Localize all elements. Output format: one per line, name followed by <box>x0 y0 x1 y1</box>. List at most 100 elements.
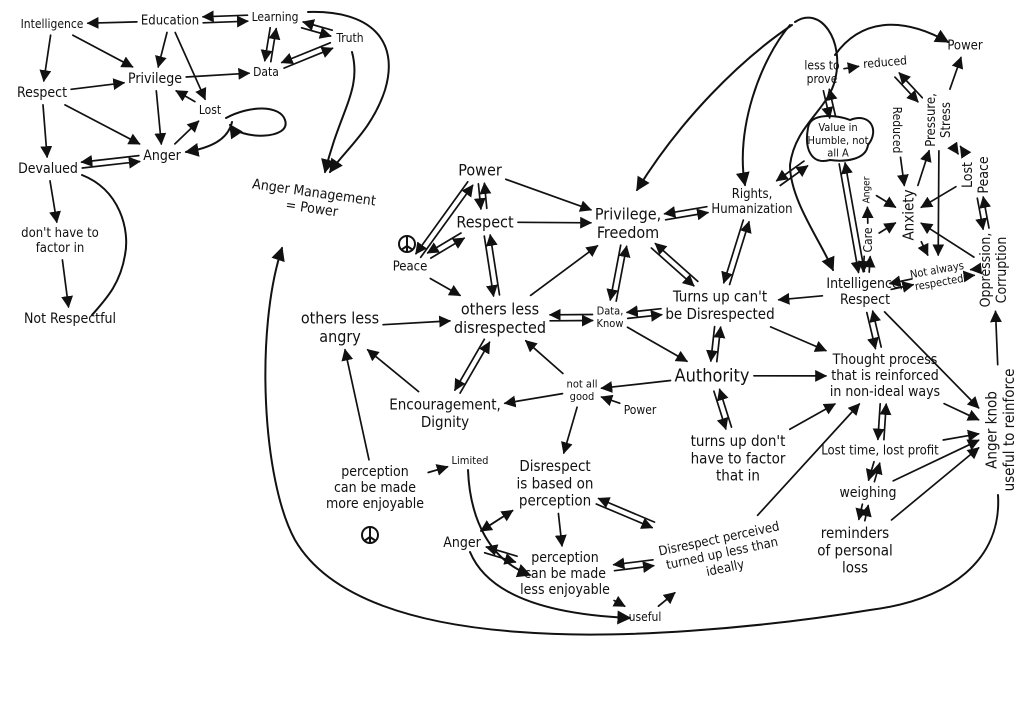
arrow-pressure-to-power4 <box>949 56 964 91</box>
arrow-power3-to-not_all_good <box>600 394 621 407</box>
node-oppression: Oppression,Corruption <box>978 233 1010 308</box>
arrow-others_less_disrespected-to-privilege_freedom <box>529 244 599 297</box>
arrow-intelligence_respect-to-care <box>863 255 876 273</box>
arrow-thought-to-anger_knob <box>943 402 980 421</box>
arrow-others_less_angry-to-others_less_disrespected <box>382 315 452 328</box>
arrows <box>39 10 1002 608</box>
arrow-disrespect_perceived-to-perception2 <box>612 557 654 570</box>
arrow-perception1-to-others_less_angry <box>341 348 370 461</box>
node-reduced1: reduced <box>863 53 908 71</box>
arrow-truth-to-learning <box>302 19 334 32</box>
curve-top-to-intelligence <box>788 16 839 272</box>
arrow-intelligence_respect-to-anger_knob <box>883 311 980 409</box>
node-label: Power <box>458 161 502 180</box>
arrow-privilege1-to-anger1 <box>154 90 167 146</box>
node-data1: Data <box>253 65 279 79</box>
arrow-anger1-to-devalued <box>80 154 140 167</box>
node-label-line: more enjoyable <box>326 496 424 512</box>
node-label: Respect <box>456 213 514 232</box>
peace-symbol-icon <box>361 526 379 544</box>
node-label-line: Lost <box>960 162 976 188</box>
arrow-turns_up-to-thought <box>769 326 827 352</box>
node-label-line: of personal <box>817 541 893 559</box>
node-privilege-freedom: Privilege,Freedom <box>595 204 661 241</box>
arrow-dont_factor-to-not_respectful <box>61 259 74 309</box>
arrow-education-to-learning <box>202 15 249 28</box>
node-label-line: reminders <box>821 524 889 542</box>
node-label-line: Turns up can't <box>672 288 767 306</box>
arrow-respect1-to-anger1 <box>64 104 141 145</box>
node-label-line: Peace <box>393 260 428 275</box>
node-label-line: Dignity <box>421 413 469 431</box>
node-label-line: Rights, <box>732 187 773 202</box>
arrow-privilege_freedom-to-data_know <box>606 244 622 302</box>
arrow-data1-to-learning <box>268 27 281 63</box>
arrow-anger3-to-disrespect_based <box>480 509 514 532</box>
node-label-line: Devalued <box>18 161 78 177</box>
node-label: Limited <box>452 454 489 467</box>
arrow-care-to-anxiety <box>878 222 897 234</box>
node-education: Education <box>141 14 199 29</box>
arrow-useful-to-disrespect_perceived <box>657 591 676 608</box>
node-care: Care <box>861 227 875 252</box>
arrow-care-to-intelligence_respect <box>857 255 870 273</box>
node-label: Anger knobuseful to reinforce <box>983 369 1018 492</box>
curve-devalued-loop <box>81 174 128 316</box>
node-label-line: Anger knob <box>983 391 1001 469</box>
node-label: Peace <box>393 260 428 275</box>
arrow-anxiety-to-not_always <box>917 240 929 257</box>
node-encouragement: Encouragement,Dignity <box>389 396 501 431</box>
node-label: useful <box>629 610 662 624</box>
node-label-line: perception <box>519 492 591 510</box>
arrow-turns_up-to-rights <box>728 220 752 286</box>
arrow-rights-to-turns_up <box>721 219 745 284</box>
node-label: Anger Management= Power <box>249 176 377 225</box>
node-label-line: Disrespect <box>519 457 590 475</box>
curve-truth-to-anger-management-2 <box>321 51 356 174</box>
arrow-lost_time-to-anger_knob <box>942 429 980 442</box>
node-privilege1: Privilege <box>128 71 182 87</box>
arrow-rights-to-privilege_freedom <box>663 205 708 218</box>
node-label: Disrespect perceivedturned up less thani… <box>657 519 787 589</box>
node-label-line: Learning <box>252 10 299 24</box>
node-label-line: Thought process <box>832 352 938 368</box>
arrow-intelligence_respect-to-not_always <box>890 281 915 293</box>
node-label-line: Care <box>861 227 875 252</box>
node-label-line: Peace <box>976 156 992 193</box>
node-label-line: Freedom <box>597 223 659 242</box>
arrow-weighing-to-reminders <box>855 503 868 521</box>
curve-outer-loop-to-anger-management <box>264 246 1000 636</box>
node-label-line: have to factor <box>691 449 786 467</box>
node-label-line: Lost time, lost profit <box>821 444 939 459</box>
node-label-line: Encouragement, <box>389 396 501 414</box>
node-label-line: Privilege, <box>595 204 661 223</box>
node-truth: Truth <box>335 31 363 45</box>
node-label: Oppression,Corruption <box>978 233 1010 308</box>
node-label-line: not all <box>567 378 598 391</box>
arrow-thought-to-lost_time <box>872 402 885 441</box>
arrow-power2-to-peace <box>415 180 469 255</box>
node-label: Pressure,Stress <box>924 93 954 147</box>
node-label: Reduced <box>890 107 904 154</box>
node-label-line: all A <box>827 147 849 160</box>
node-label: Anger <box>443 535 481 551</box>
arrow-data_know-to-privilege_freedom <box>615 245 631 302</box>
arrow-not_all_good-to-others_less_disrespected <box>524 339 564 375</box>
arrow-perception2-to-useful <box>612 595 626 608</box>
node-useful: useful <box>629 610 662 624</box>
arrow-respect2-to-others_less_disrespected <box>483 235 498 298</box>
node-label: Data,Know <box>597 305 624 331</box>
curved-connectors <box>81 10 1000 636</box>
arrow-learning-to-education <box>201 10 249 23</box>
